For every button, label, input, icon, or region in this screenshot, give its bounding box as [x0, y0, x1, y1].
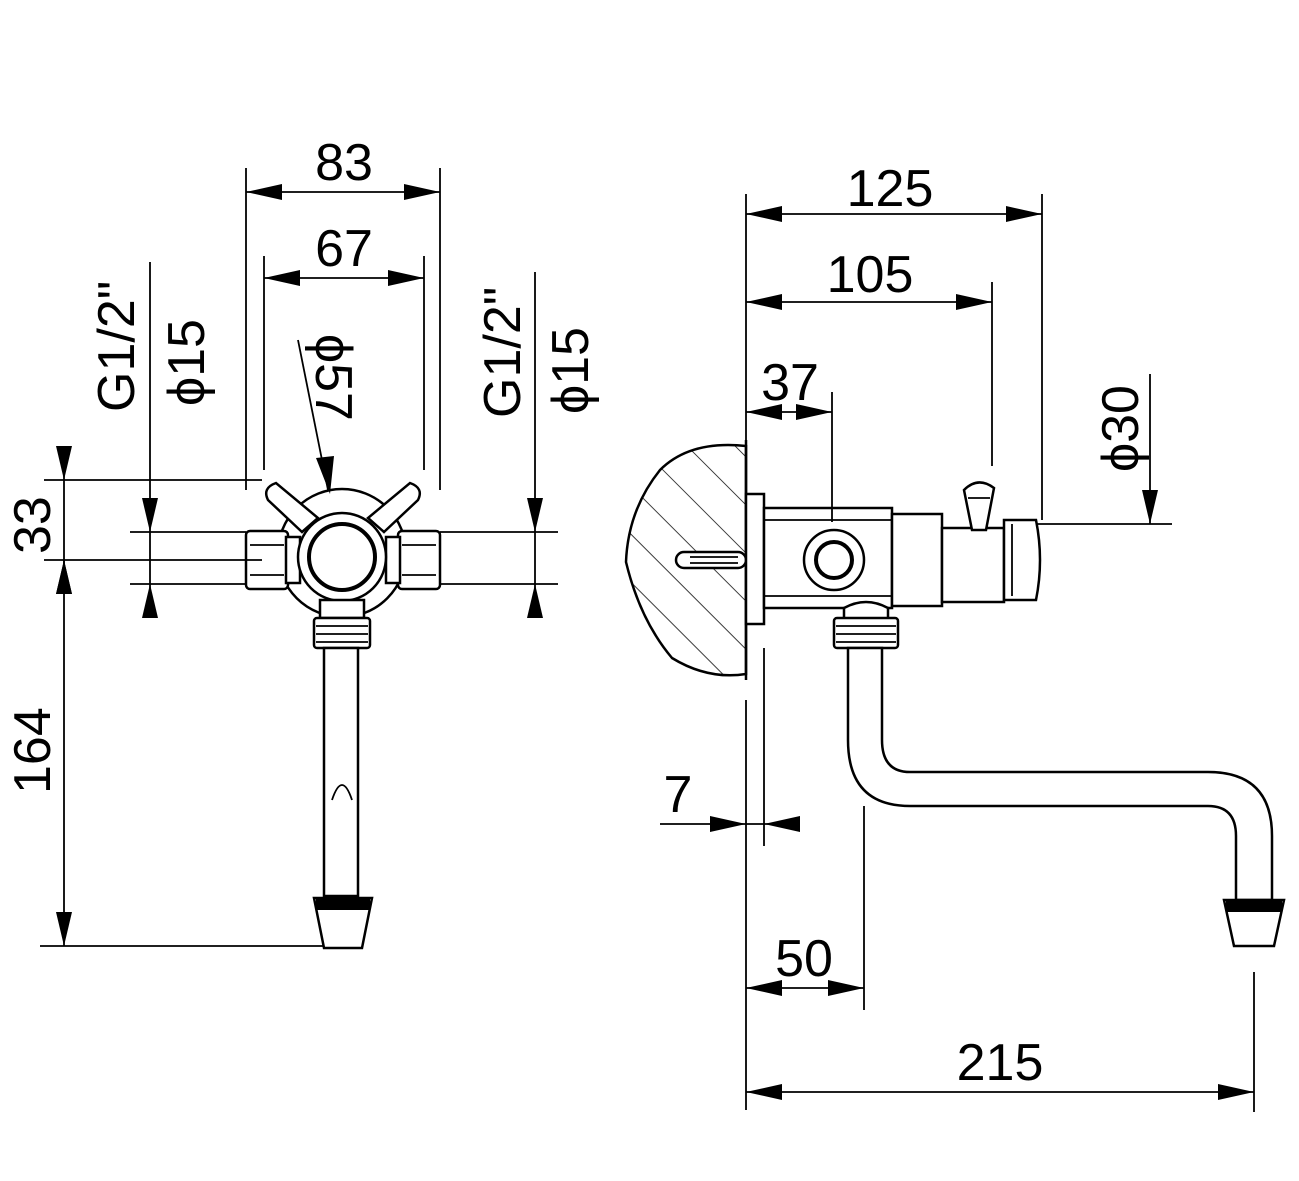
dim-50-label: 50: [775, 930, 833, 988]
valve-body-side: [762, 506, 906, 610]
front-view: 83 67 G1/2" ϕ15 ϕ57 G1/2" ϕ15 33 164: [4, 134, 600, 950]
dim-67-label: 67: [315, 220, 373, 278]
lever: [962, 481, 996, 532]
dim-105-label: 105: [827, 246, 914, 304]
insert-pipe: [674, 550, 748, 570]
pipe-right-label: ϕ15: [542, 327, 600, 414]
cross-handle: [265, 481, 421, 534]
outlet-nut-side: [832, 600, 900, 650]
valve-body: [296, 511, 388, 603]
spout-side: [846, 646, 1274, 902]
dim-215-label: 215: [957, 1034, 1044, 1092]
thread-right-label: G1/2": [474, 287, 532, 418]
front-dimensions: [40, 168, 558, 947]
headpiece: [890, 512, 1042, 608]
right-union-nut: [384, 529, 442, 591]
pipe-left-label: ϕ15: [158, 319, 216, 406]
valve-cap: [307, 522, 377, 592]
aerator-front: [312, 896, 374, 950]
outlet-nut: [312, 598, 372, 650]
dim-37-label: 37: [761, 354, 819, 412]
side-view: 125 105 37 ϕ30 7 50 215: [624, 160, 1286, 1112]
dim-164-label: 164: [4, 707, 62, 794]
rosette-diameter-label: ϕ57: [304, 334, 362, 421]
dim-7-label: 7: [664, 766, 693, 824]
dim-33-label: 33: [4, 496, 62, 554]
cap-diameter-label: ϕ30: [1092, 385, 1150, 472]
aerator-side: [1222, 898, 1286, 948]
side-dimensions: [660, 194, 1255, 1112]
thread-left-label: G1/2": [88, 281, 146, 412]
wall-flange: [744, 492, 766, 626]
spout-pipe-front: [322, 646, 360, 898]
dim-125-label: 125: [847, 160, 934, 218]
dim-83-label: 83: [315, 134, 373, 192]
